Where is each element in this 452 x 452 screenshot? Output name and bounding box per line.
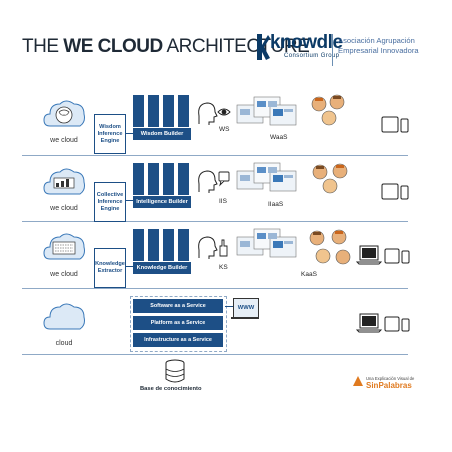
tablet-phone-icon xyxy=(381,183,409,200)
database-label: Base de conocimiento xyxy=(140,386,202,392)
people-icon xyxy=(309,229,351,265)
head-hand-icon xyxy=(198,236,228,259)
builder-block: Intelligence Builder xyxy=(133,163,191,209)
aas-label: IIaaS xyxy=(268,201,284,208)
engine-box: Knowledge Extractor xyxy=(94,248,126,288)
cloud-label: we cloud xyxy=(50,137,78,144)
service-code: KS xyxy=(219,264,228,271)
connector xyxy=(225,306,233,307)
database-icon xyxy=(165,359,185,383)
sinpalabras-logo-icon xyxy=(353,376,363,386)
footer-brand: SinPalabras xyxy=(366,381,412,390)
logo-divider xyxy=(332,34,333,66)
builder-label: Wisdom Builder xyxy=(133,128,191,140)
tablet-phone-icon xyxy=(381,116,409,133)
cloud-label: we cloud xyxy=(50,205,78,212)
builder-block: Knowledge Builder xyxy=(133,229,191,275)
builder-label: Intelligence Builder xyxy=(133,196,191,208)
footer-tagline: Una Explicación Visual de xyxy=(366,376,415,381)
row-separator xyxy=(22,155,408,156)
cloud-icon xyxy=(43,303,85,330)
www-monitor-icon: WWW xyxy=(233,298,259,318)
cloud-label: cloud xyxy=(55,340,73,347)
laptop-tablet-phone-icon xyxy=(356,313,410,333)
aas-label: KaaS xyxy=(301,271,317,278)
logo-subtitle: Consortium Group xyxy=(284,53,340,59)
head-speech-icon xyxy=(198,170,230,193)
service-code: WS xyxy=(219,126,230,133)
head-cloud-icon xyxy=(43,100,85,127)
dashboard-screens-icon xyxy=(236,162,297,192)
iaas-layer: Infrastructure as a Service xyxy=(133,333,223,347)
dashboard-screens-icon xyxy=(236,96,297,126)
people-icon xyxy=(311,94,345,126)
head-cloud-icon xyxy=(43,168,85,195)
cloud-label: we cloud xyxy=(50,271,78,278)
connector xyxy=(125,133,133,134)
aas-label: WaaS xyxy=(270,134,288,141)
engine-box: Collective Inference Engine xyxy=(94,182,126,222)
head-cloud-icon xyxy=(43,233,85,260)
head-eye-icon xyxy=(198,102,231,125)
builder-label: Knowledge Builder xyxy=(133,262,191,274)
services-stack-frame xyxy=(130,296,227,352)
monitor-base xyxy=(231,317,259,319)
page-title: THE WE CLOUD ARCHITECTURE xyxy=(22,36,310,57)
connector xyxy=(125,266,133,267)
laptop-tablet-phone-icon xyxy=(356,245,410,265)
dashboard-screens-icon xyxy=(236,228,297,258)
saas-layer: Software as a Service xyxy=(133,299,223,313)
people-icon xyxy=(312,163,348,194)
engine-box: Wisdom Inference Engine xyxy=(94,114,126,154)
logo-name: knowdle xyxy=(270,32,343,53)
connector xyxy=(125,200,133,201)
paas-layer: Platform as a Service xyxy=(133,316,223,330)
row-separator xyxy=(22,288,408,289)
row-separator xyxy=(22,354,408,355)
row-separator xyxy=(22,221,408,222)
knowdle-logo-icon xyxy=(257,34,270,60)
service-code: IIS xyxy=(219,198,227,205)
builder-block: Wisdom Builder xyxy=(133,95,191,141)
